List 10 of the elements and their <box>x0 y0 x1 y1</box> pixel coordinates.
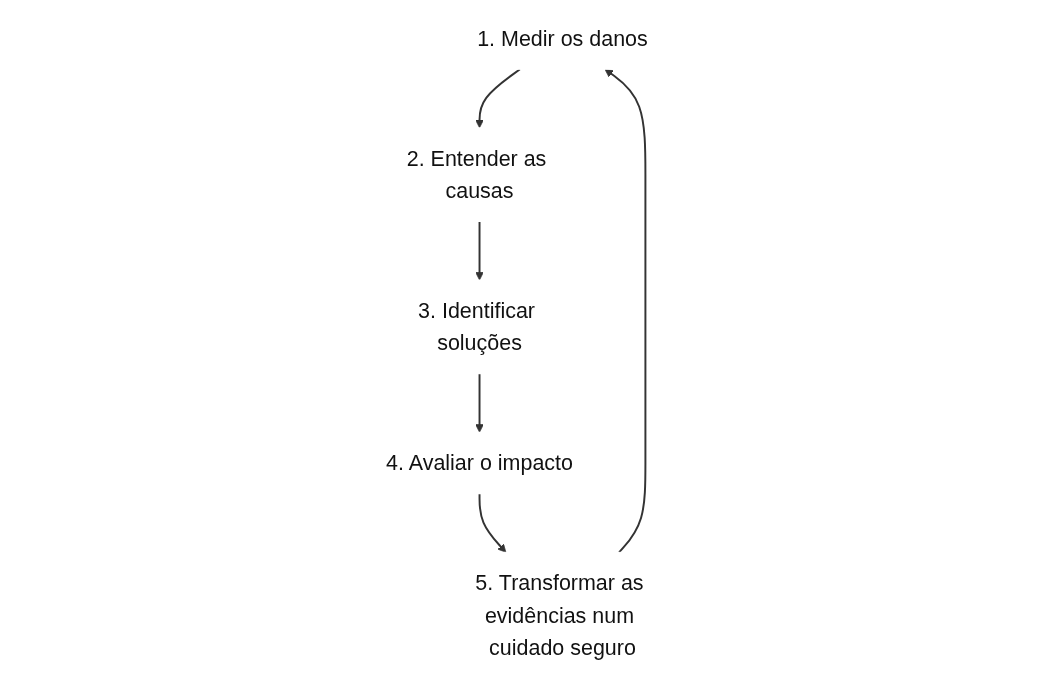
arrow <box>475 372 484 433</box>
node-text: 3. Identificar soluções <box>418 298 536 356</box>
node-text: 1. Medir os danos <box>477 26 648 51</box>
arrow <box>604 68 647 554</box>
arrow <box>478 492 507 553</box>
node-text: 2. Entender as causas <box>406 146 547 203</box>
node-text: 5. Transformar as evidências num cuidado seguro <box>475 570 644 660</box>
arrow <box>475 68 521 129</box>
arrow <box>475 220 484 281</box>
node-text: 4. Avaliar o impacto <box>386 450 574 476</box>
